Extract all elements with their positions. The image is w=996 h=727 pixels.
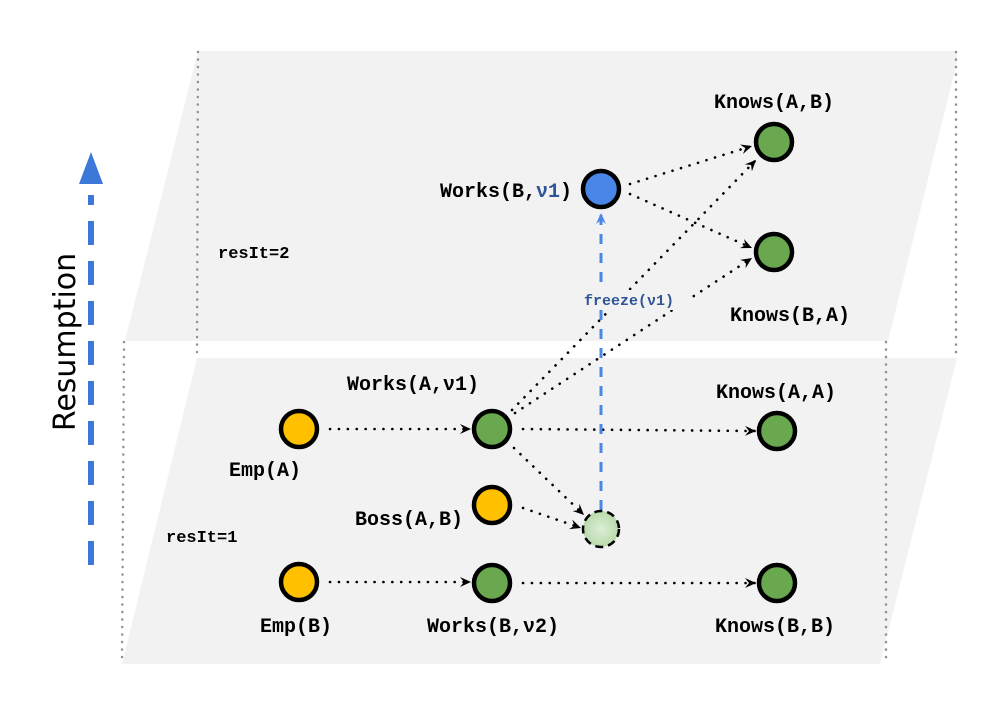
label-knows-a-a: Knows(A,A) (716, 382, 836, 405)
label-knows-b-a: Knows(B,A) (730, 305, 850, 328)
label-emp-b: Emp(B) (260, 616, 332, 639)
node-works-b-v2[interactable] (471, 562, 513, 604)
node-knows-b-b[interactable] (756, 562, 798, 604)
label-emp-a: Emp(A) (229, 460, 301, 483)
node-emp-b[interactable] (278, 561, 320, 603)
node-works-b-v1[interactable] (580, 168, 622, 210)
resumption-arrow-head (79, 152, 103, 184)
label-boss-a-b: Boss(A,B) (355, 509, 463, 532)
guide-line-bottom-left (120, 340, 126, 666)
node-boss-a-b[interactable] (471, 484, 513, 526)
label-works-b-v1: Works(B,ν1) (440, 181, 572, 204)
node-knows-b-a[interactable] (753, 231, 795, 273)
edge-works-a-v1-to-knows-a-a (521, 425, 758, 436)
res-it-2-label: resIt=2 (218, 245, 289, 264)
edge-works-b-v1-to-knows-a-b (628, 144, 754, 186)
edge-works-a-v1-to-frozen (512, 446, 586, 517)
label-knows-a-b: Knows(A,B) (714, 92, 834, 115)
guide-line-top-left (195, 50, 200, 360)
label-works-b-v1-suffix: ) (560, 181, 572, 204)
label-knows-b-b: Knows(B,B) (715, 616, 835, 639)
label-works-b-v2: Works(B,ν2) (427, 616, 559, 639)
label-works-b-v1-var: ν1 (536, 181, 560, 204)
freeze-label: freeze(ν1) (584, 293, 674, 310)
label-works-b-v1-prefix: Works(B, (440, 181, 536, 204)
node-emp-a[interactable] (278, 408, 320, 450)
resumption-label: Resumption (48, 253, 83, 431)
edge-boss-a-b-to-frozen (521, 506, 583, 530)
freeze-label-bg (568, 290, 690, 310)
node-knows-a-a[interactable] (756, 410, 798, 452)
res-it-1-label: resIt=1 (166, 529, 237, 548)
edge-works-a-v1-to-knows-b-a (513, 256, 754, 415)
plane-res-it-2 (125, 51, 957, 341)
node-works-a-v1[interactable] (471, 408, 513, 450)
node-frozen[interactable] (581, 509, 621, 549)
label-works-a-v1: Works(A,ν1) (347, 374, 479, 397)
node-knows-a-b[interactable] (753, 121, 795, 163)
